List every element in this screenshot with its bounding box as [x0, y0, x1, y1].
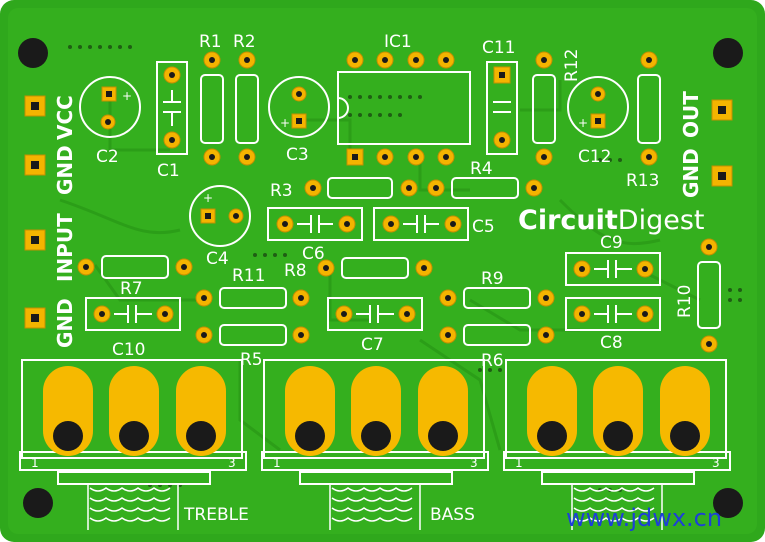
- label-vcc: VCC: [53, 95, 77, 140]
- r4-outline: [451, 177, 519, 199]
- r1-outline: [200, 74, 224, 144]
- label-treble: TREBLE: [183, 505, 249, 525]
- copper-traces: [59, 80, 701, 452]
- c6-label: C6: [302, 244, 325, 264]
- svg-text:CircuitDigest: CircuitDigest: [518, 205, 704, 236]
- c5-outline: [373, 207, 469, 241]
- c1-label: C1: [157, 161, 180, 181]
- ic1-pins: [346, 51, 455, 166]
- label-gnd-top: GND: [53, 145, 77, 195]
- r13-outline: [637, 74, 661, 144]
- r9-outline: [463, 287, 531, 309]
- r3-outline: [327, 177, 393, 199]
- r2-label: R2: [233, 32, 256, 52]
- c7-outline: [327, 297, 423, 331]
- c12-label: C12: [578, 147, 612, 167]
- c10-label: C10: [112, 340, 146, 360]
- ic1-label: IC1: [384, 32, 412, 52]
- c11-label: C11: [482, 38, 516, 58]
- c1-outline: [156, 61, 188, 155]
- label-out: OUT: [679, 91, 703, 138]
- c8-label: C8: [600, 333, 623, 353]
- ic1-outline: [337, 71, 471, 145]
- r2-outline: [235, 74, 259, 144]
- label-bass: BASS: [430, 505, 475, 525]
- c9-label: C9: [600, 233, 623, 253]
- c3-plus: +: [280, 116, 290, 130]
- r12-label: R12: [562, 49, 582, 82]
- mounting-hole: [713, 488, 743, 518]
- c2-label: C2: [96, 147, 119, 167]
- label-gnd-right: GND: [679, 148, 703, 198]
- r13-label: R13: [626, 171, 659, 191]
- r12-outline: [532, 74, 556, 144]
- c2-outline: [79, 76, 141, 138]
- mounting-hole: [713, 38, 743, 68]
- c12-outline: [567, 76, 629, 138]
- c3-label: C3: [286, 145, 309, 165]
- pot-treble: 1 3: [19, 359, 247, 530]
- circuitdigest-logo: CircuitDigest: [518, 205, 704, 236]
- r11-label: R11: [232, 266, 265, 286]
- c9-outline: [565, 252, 661, 286]
- pot-third: 1 3: [503, 359, 731, 530]
- c8-outline: [565, 297, 661, 331]
- mounting-hole: [23, 488, 53, 518]
- r1-label: R1: [199, 32, 222, 52]
- c6-outline: [267, 207, 363, 241]
- watermark: www.jdwx.cn: [566, 504, 722, 532]
- c4-label: C4: [206, 249, 229, 269]
- r9-label: R9: [481, 269, 504, 289]
- mounting-hole: [18, 38, 48, 68]
- c11-outline: [486, 61, 518, 155]
- c4-outline: [189, 185, 251, 247]
- c4-plus: +: [203, 191, 213, 205]
- r10-label: R10: [675, 285, 695, 318]
- c12-plus: +: [578, 116, 588, 130]
- svg-text:3: 3: [712, 456, 720, 470]
- r5-outline: [219, 324, 287, 346]
- svg-text:1: 1: [273, 456, 281, 470]
- r11-outline: [219, 287, 287, 309]
- svg-text:1: 1: [515, 456, 523, 470]
- r8-outline: [341, 257, 409, 279]
- label-gnd-bottom: GND: [53, 298, 77, 348]
- c10-outline: [85, 297, 181, 331]
- svg-text:3: 3: [470, 456, 478, 470]
- r6-label: R6: [481, 351, 504, 371]
- r6-outline: [463, 324, 531, 346]
- svg-text:1: 1: [31, 456, 39, 470]
- c2-plus: +: [122, 89, 132, 103]
- r7-label: R7: [120, 279, 143, 299]
- r5-label: R5: [240, 350, 263, 370]
- r8-label: R8: [284, 261, 307, 281]
- r10-outline: [697, 261, 721, 329]
- c3-outline: [268, 76, 330, 138]
- label-input: INPUT: [53, 213, 77, 282]
- svg-text:3: 3: [228, 456, 236, 470]
- r7-outline: [101, 255, 169, 279]
- r3-label: R3: [270, 181, 293, 201]
- c5-label: C5: [472, 217, 495, 237]
- c7-label: C7: [361, 335, 384, 355]
- r4-label: R4: [470, 159, 493, 179]
- pot-bass: 1 3: [261, 359, 489, 530]
